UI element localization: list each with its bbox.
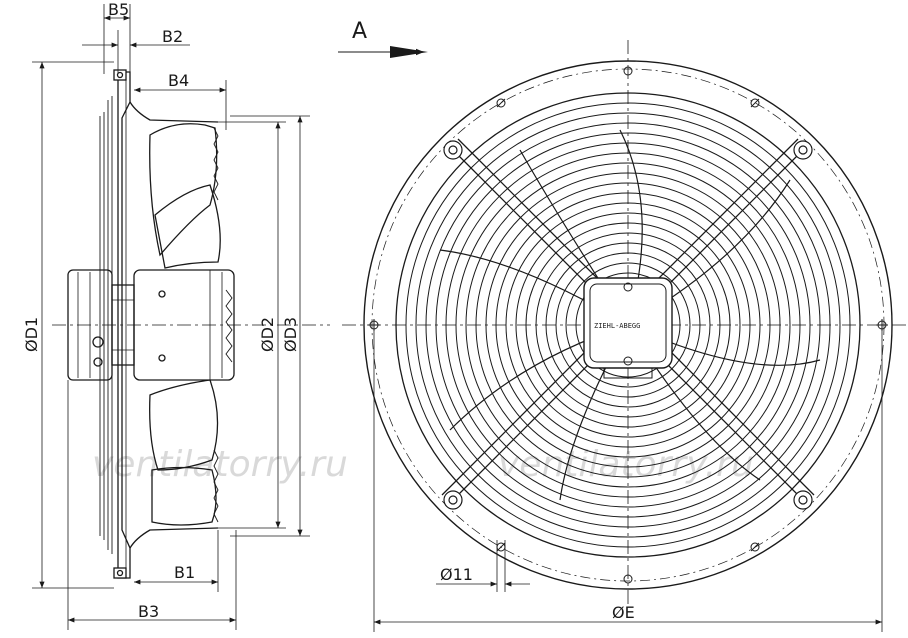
guard-rings xyxy=(415,112,841,538)
blade-side-2 xyxy=(154,184,221,269)
box-screw-bottom xyxy=(623,356,633,366)
dim-b1: B1 xyxy=(174,563,195,582)
outer-plate xyxy=(363,60,893,590)
dim-e: ØE xyxy=(612,603,635,622)
venturi-outer xyxy=(395,92,861,558)
dim-b4: B4 xyxy=(168,71,189,90)
venturi-bottom xyxy=(129,527,219,549)
front-dimensions xyxy=(373,330,883,632)
dim-d3: ØD3 xyxy=(281,317,300,352)
hub-screw-top xyxy=(158,290,166,298)
dim-b5: B5 xyxy=(108,0,129,19)
cable-gland-1 xyxy=(92,336,104,348)
motor-logo: ZIEHL-ABEGG xyxy=(594,322,640,330)
side-dimensions xyxy=(32,4,310,630)
front-view xyxy=(342,40,906,606)
strut-bolts xyxy=(443,140,813,510)
front-dimension-labels: ØE Ø11 xyxy=(440,565,635,622)
dim-b3: B3 xyxy=(138,602,159,621)
watermark-right: ventilatorry.ru xyxy=(498,444,754,485)
dim-d1: ØD1 xyxy=(22,317,41,352)
venturi-inner xyxy=(405,102,851,548)
side-view xyxy=(52,69,330,579)
venturi-top xyxy=(129,101,219,123)
bottom-bolt xyxy=(113,567,127,579)
hub-screw-bottom xyxy=(158,354,166,362)
watermark-left: ventilatorry.ru xyxy=(92,444,348,485)
dim-d2: ØD2 xyxy=(258,317,277,352)
view-arrow: A xyxy=(338,19,428,58)
top-bolt xyxy=(113,69,127,81)
cable-gland-2 xyxy=(93,357,103,367)
side-dimension-labels: B5 B2 B4 B1 B3 ØD1 ØD2 ØD3 xyxy=(22,0,300,621)
view-label-a: A xyxy=(352,19,367,44)
blade-side-1 xyxy=(149,123,218,257)
dim-b2: B2 xyxy=(162,27,183,46)
box-screw-top xyxy=(623,282,633,292)
dim-hole: Ø11 xyxy=(440,565,473,584)
blade-side-3 xyxy=(149,379,219,471)
impeller-hub xyxy=(133,269,235,381)
